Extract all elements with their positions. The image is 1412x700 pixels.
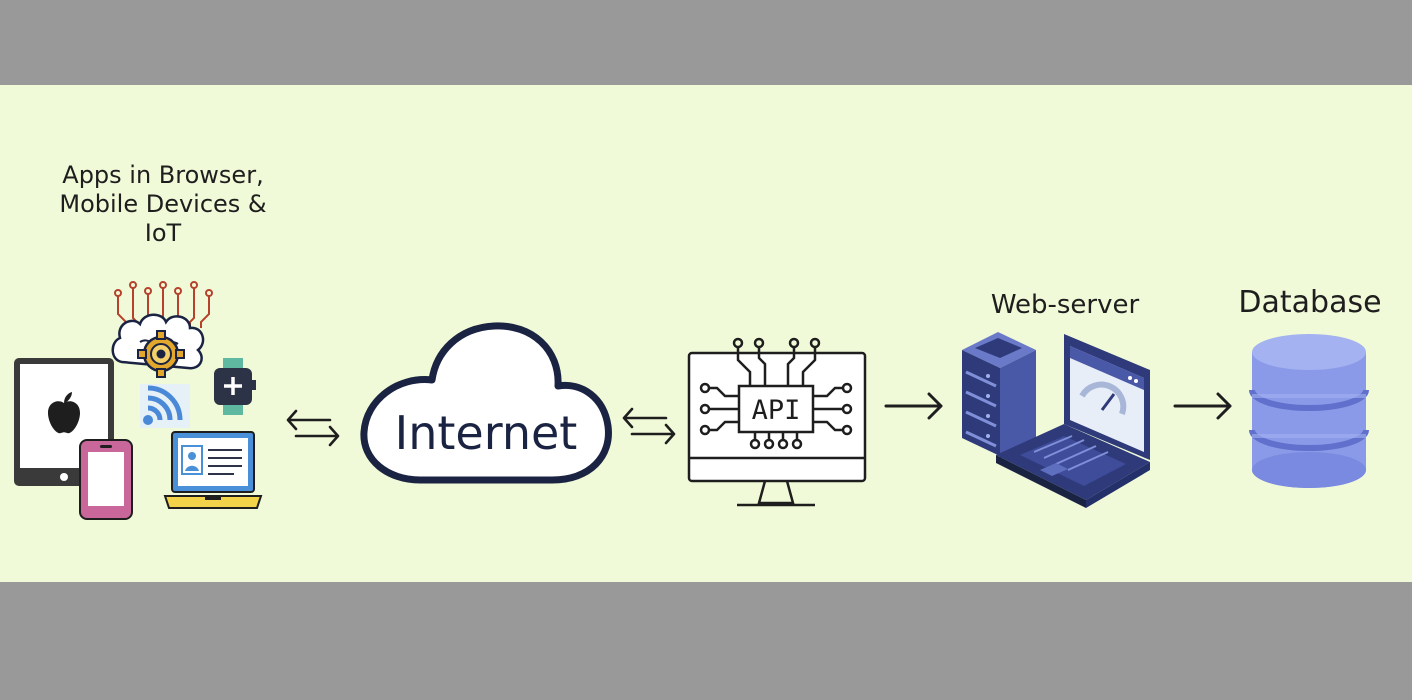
apple-logo-icon (48, 392, 80, 434)
apps-label-line-1: Apps in Browser, (62, 161, 264, 189)
apps-devices-label: Apps in Browser, Mobile Devices & IoT (38, 161, 288, 248)
wifi-icon (140, 384, 190, 428)
webserver-icon (962, 332, 1150, 508)
cloud-icon (360, 322, 612, 484)
laptop-icon (163, 431, 263, 509)
arrow-webserver-database (1173, 392, 1232, 420)
apps-label-line-3: IoT (144, 219, 182, 247)
arrow-internet-api (622, 407, 676, 445)
smartphone-icon (79, 439, 133, 520)
gear-icon (137, 330, 185, 378)
database-label: Database (1238, 285, 1382, 320)
arrow-apps-internet (286, 409, 340, 447)
api-chip-label: API (752, 395, 801, 426)
apps-label-line-2: Mobile Devices & (59, 190, 267, 218)
database-icon (1249, 334, 1369, 488)
api-chip-icon (699, 337, 853, 450)
internet-label: Internet (394, 406, 578, 460)
speedometer-icon (1079, 381, 1127, 416)
webserver-label: Web-server (990, 290, 1140, 320)
apps-devices-cluster (14, 281, 263, 520)
server-rack-icon (962, 332, 1036, 458)
smartwatch-icon (214, 358, 256, 415)
server-laptop-icon (996, 334, 1150, 508)
api-monitor-icon (687, 337, 867, 507)
arrow-api-webserver (884, 392, 943, 420)
